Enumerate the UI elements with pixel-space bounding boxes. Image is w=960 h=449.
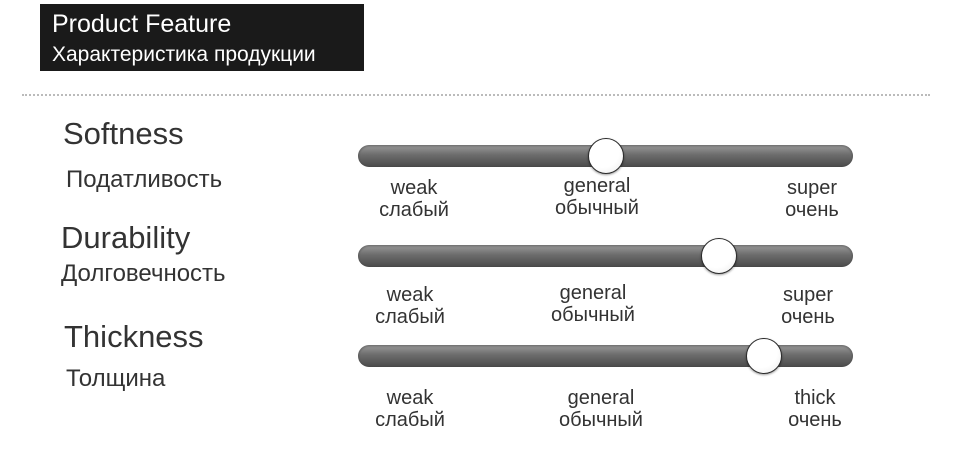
tick-label-en: weak (390, 177, 438, 199)
durability-tick-weak: weak слабый (350, 284, 470, 328)
thickness-tick-thick: thick очень (755, 387, 875, 431)
header-title: Product Feature (52, 10, 232, 38)
tick-label-en: general (559, 282, 627, 304)
tick-label-en: general (563, 175, 631, 197)
product-feature-header: Product Feature Характеристика продукции (40, 4, 364, 71)
tick-label-ru: очень (785, 199, 839, 221)
durability-label-en: Durability (61, 220, 191, 255)
thickness-tick-weak: weak слабый (350, 387, 470, 431)
durability-slider-knob (701, 238, 738, 274)
thickness-label-en: Thickness (64, 319, 204, 354)
softness-label-ru: Податливость (66, 166, 223, 193)
tick-label-ru: слабый (375, 306, 445, 328)
tick-label-ru: слабый (375, 409, 445, 431)
thickness-slider-track (358, 345, 853, 367)
softness-tick-super: super очень (752, 177, 872, 221)
tick-label-en: weak (386, 284, 434, 306)
softness-tick-general: general обычный (537, 175, 657, 219)
tick-label-ru: обычный (555, 197, 639, 219)
tick-label-en: weak (386, 387, 434, 409)
header-subtitle: Характеристика продукции (52, 43, 316, 66)
durability-tick-general: general обычный (533, 282, 653, 326)
thickness-tick-general: general обычный (541, 387, 661, 431)
tick-label-ru: очень (788, 409, 842, 431)
tick-label-en: super (786, 177, 838, 199)
tick-label-ru: слабый (379, 199, 449, 221)
thickness-label-ru: Толщина (66, 365, 166, 392)
tick-label-ru: обычный (551, 304, 635, 326)
dotted-divider (22, 94, 930, 96)
durability-label-ru: Долговечность (61, 260, 226, 287)
tick-label-ru: обычный (559, 409, 643, 431)
thickness-slider-knob (745, 338, 782, 374)
softness-label-en: Softness (63, 116, 184, 151)
softness-slider-knob (587, 138, 624, 174)
durability-slider-track (358, 245, 853, 267)
tick-label-en: thick (794, 387, 836, 409)
softness-tick-weak: weak слабый (354, 177, 474, 221)
durability-tick-super: super очень (748, 284, 868, 328)
tick-label-en: super (782, 284, 834, 306)
tick-label-en: general (567, 387, 635, 409)
tick-label-ru: очень (781, 306, 835, 328)
